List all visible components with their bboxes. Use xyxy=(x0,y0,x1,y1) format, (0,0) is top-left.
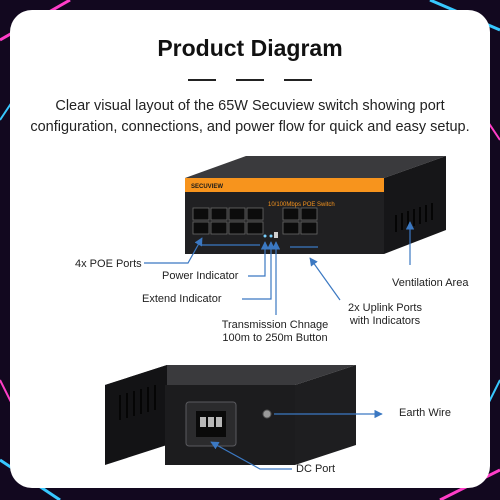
label-poe-ports: 4x POE Ports xyxy=(75,258,142,270)
poe-port-group xyxy=(192,207,264,235)
poe-port xyxy=(192,207,210,221)
uplink-port-group xyxy=(282,207,318,235)
label-transmission-button: Transmission Chnage 100m to 250m Button xyxy=(210,319,340,345)
poe-port xyxy=(210,207,228,221)
rear-vent-slots xyxy=(119,385,156,420)
label-uplink-line2: with Indicators xyxy=(349,315,421,327)
uplink-port xyxy=(282,221,300,235)
diagram-title: Product Diagram xyxy=(157,35,343,61)
brand-logo-text: SECUVIEW xyxy=(191,184,223,190)
earth-screw xyxy=(262,409,272,419)
accent-stripe xyxy=(185,178,384,192)
model-label-text: 10/100Mbps POE Switch xyxy=(268,202,335,208)
title-dashes xyxy=(188,79,312,81)
label-uplink-ports: 2x Uplink Ports with Indicators xyxy=(330,302,440,328)
poe-port xyxy=(228,207,246,221)
front-callout-lines xyxy=(144,221,415,315)
switch-rear-view xyxy=(105,365,356,465)
rear-callout-lines xyxy=(210,409,383,470)
label-power-indicator: Power Indicator xyxy=(162,270,239,282)
poe-port xyxy=(192,221,210,235)
product-illustration: SECUVIEW 10/100Mbps POE Switch xyxy=(105,156,446,470)
poe-port xyxy=(246,207,264,221)
poe-port xyxy=(210,221,228,235)
poe-port xyxy=(246,221,264,235)
label-transmission-line2: 100m to 250m Button xyxy=(222,332,328,344)
poe-port xyxy=(228,221,246,235)
power-led xyxy=(263,234,267,238)
switch-front-view: SECUVIEW 10/100Mbps POE Switch xyxy=(185,156,446,254)
uplink-port xyxy=(282,207,300,221)
diagram-subtitle: Clear visual layout of the 65W Secuview … xyxy=(30,98,470,135)
uplink-port xyxy=(300,221,318,235)
label-uplink-line1: 2x Uplink Ports xyxy=(348,302,422,314)
label-transmission-line1: Transmission Chnage xyxy=(221,319,329,331)
label-ventilation-area: Ventilation Area xyxy=(392,277,469,289)
label-extend-indicator: Extend Indicator xyxy=(142,293,222,305)
uplink-port xyxy=(300,207,318,221)
extend-led xyxy=(269,234,273,238)
label-dc-port: DC Port xyxy=(296,463,336,475)
content-card: Product Diagram Clear visual layout of t… xyxy=(10,10,490,488)
label-earth-wire: Earth Wire xyxy=(399,407,451,419)
transmission-button xyxy=(274,232,278,238)
